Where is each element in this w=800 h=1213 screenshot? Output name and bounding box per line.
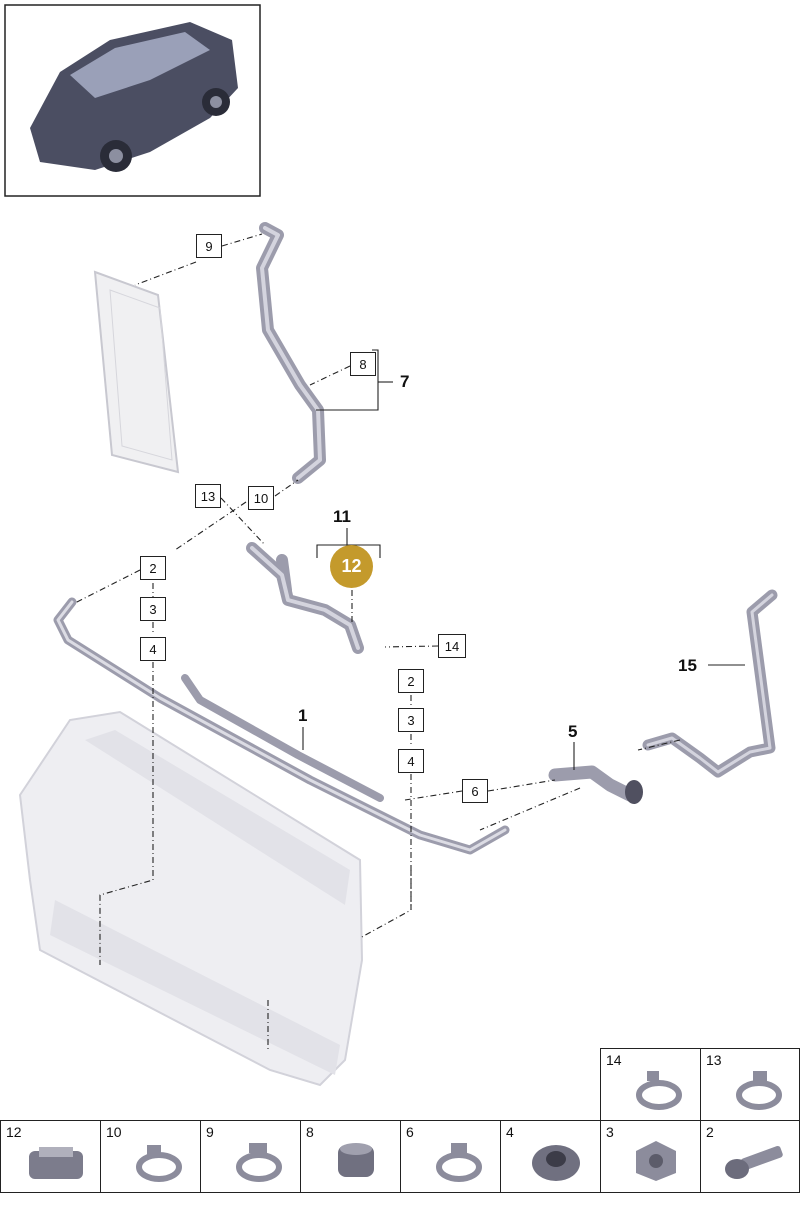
legend-cell-9[interactable]: 9 bbox=[200, 1120, 301, 1193]
legend-label: 2 bbox=[706, 1124, 714, 1140]
callout-3-left[interactable]: 3 bbox=[140, 597, 166, 621]
callout-13[interactable]: 13 bbox=[195, 484, 221, 508]
radiator bbox=[93, 270, 180, 474]
legend-label: 10 bbox=[106, 1124, 122, 1140]
legend-cell-14[interactable]: 14 bbox=[600, 1048, 701, 1121]
legend-cell-3[interactable]: 3 bbox=[600, 1120, 701, 1193]
callout-9[interactable]: 9 bbox=[196, 234, 222, 258]
legend-cell-13[interactable]: 13 bbox=[700, 1048, 800, 1121]
clip-bracket-icon bbox=[29, 1147, 83, 1179]
grommet-icon bbox=[338, 1143, 374, 1177]
coolant-pipe bbox=[53, 597, 510, 855]
nut-icon bbox=[636, 1141, 676, 1181]
callout-6[interactable]: 6 bbox=[462, 779, 488, 803]
hose-clamp-icon bbox=[636, 1071, 682, 1110]
legend-label: 9 bbox=[206, 1124, 214, 1140]
callout-2-left[interactable]: 2 bbox=[140, 556, 166, 580]
hose-clamp-icon bbox=[736, 1071, 782, 1110]
front-carrier bbox=[18, 710, 364, 1087]
callout-4-right[interactable]: 4 bbox=[398, 749, 424, 773]
hose-clamp-icon bbox=[436, 1143, 482, 1182]
legend-label: 12 bbox=[6, 1124, 22, 1140]
callout-8[interactable]: 8 bbox=[350, 352, 376, 376]
legend-cell-12[interactable]: 12 bbox=[0, 1120, 101, 1193]
callout-2-right[interactable]: 2 bbox=[398, 669, 424, 693]
ref-11[interactable]: 11 bbox=[333, 507, 351, 526]
hose-clamp-icon bbox=[136, 1145, 182, 1182]
hose-5 bbox=[548, 765, 643, 804]
legend-label: 4 bbox=[506, 1124, 514, 1140]
legend-cell-8[interactable]: 8 bbox=[300, 1120, 401, 1193]
legend-label: 8 bbox=[306, 1124, 314, 1140]
rubber-mount-icon bbox=[532, 1145, 580, 1181]
ref-1[interactable]: 1 bbox=[298, 706, 308, 725]
hose-15 bbox=[642, 589, 778, 778]
legend-label: 13 bbox=[706, 1052, 722, 1068]
callout-14[interactable]: 14 bbox=[438, 634, 466, 658]
ref-12-highlight[interactable]: 12 bbox=[330, 545, 373, 588]
hose-assembly bbox=[246, 542, 364, 654]
legend-cell-4[interactable]: 4 bbox=[500, 1120, 601, 1193]
upper-hose bbox=[256, 222, 326, 484]
ref-7[interactable]: 7 bbox=[400, 372, 410, 391]
legend-label: 14 bbox=[606, 1052, 622, 1068]
ref-15[interactable]: 15 bbox=[678, 656, 697, 675]
ref-5[interactable]: 5 bbox=[568, 722, 578, 741]
legend-cell-6[interactable]: 6 bbox=[400, 1120, 501, 1193]
legend-cell-10[interactable]: 10 bbox=[100, 1120, 201, 1193]
callout-4-left[interactable]: 4 bbox=[140, 637, 166, 661]
hose-clamp-icon bbox=[236, 1143, 282, 1182]
callout-3-right[interactable]: 3 bbox=[398, 708, 424, 732]
leader-lines bbox=[74, 233, 681, 1050]
vehicle-thumbnail bbox=[4, 4, 261, 197]
legend-cell-2[interactable]: 2 bbox=[700, 1120, 800, 1193]
legend-label: 3 bbox=[606, 1124, 614, 1140]
bolt-icon bbox=[725, 1145, 783, 1179]
callout-10[interactable]: 10 bbox=[248, 486, 274, 510]
legend-label: 6 bbox=[406, 1124, 414, 1140]
